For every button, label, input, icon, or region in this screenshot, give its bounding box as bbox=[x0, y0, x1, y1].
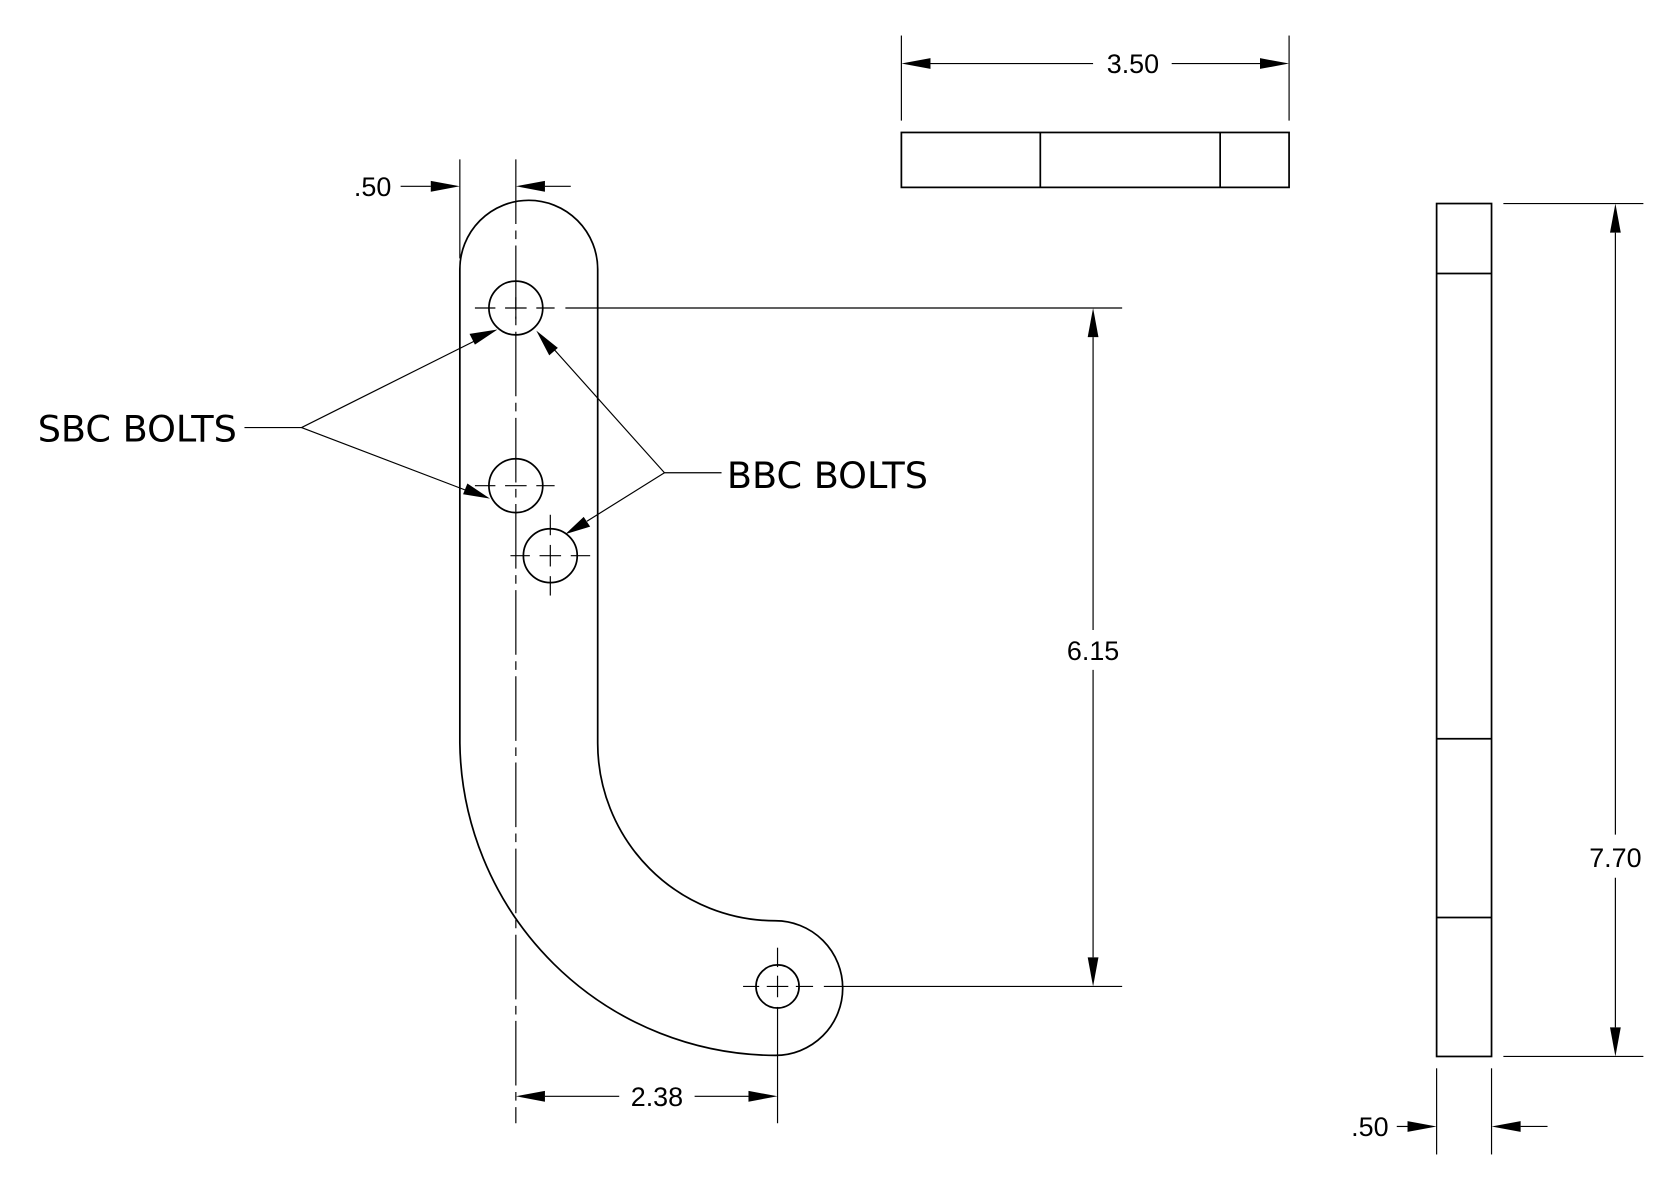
bracket-side-view: 7.70 .50 bbox=[1351, 202, 1644, 1155]
hole-bottom bbox=[743, 947, 814, 1009]
bracket-front-view bbox=[458, 159, 844, 1124]
dim-label: 2.38 bbox=[631, 1082, 683, 1112]
hole-sbc-top bbox=[474, 280, 555, 336]
callout-sbc-bolts: SBC BOLTS bbox=[38, 329, 498, 499]
bracket-top-view: 3.50 bbox=[900, 35, 1290, 189]
callout-label: SBC BOLTS bbox=[38, 408, 237, 451]
dim-top-offset: .50 bbox=[354, 159, 571, 259]
hole-sbc-lower bbox=[474, 457, 555, 514]
callout-bbc-bolts: BBC BOLTS bbox=[536, 330, 928, 535]
dim-label: .50 bbox=[1351, 1112, 1388, 1142]
dim-label: .50 bbox=[354, 172, 391, 202]
dim-label: 7.70 bbox=[1589, 843, 1641, 873]
dim-label: 3.50 bbox=[1107, 49, 1159, 79]
dim-label: 6.15 bbox=[1067, 636, 1119, 666]
dim-horizontal-hole-spacing: 2.38 bbox=[515, 1006, 779, 1124]
hole-bbc-lower bbox=[510, 514, 591, 596]
dim-vertical-hole-spacing: 6.15 bbox=[565, 307, 1123, 988]
callout-label: BBC BOLTS bbox=[727, 454, 928, 497]
